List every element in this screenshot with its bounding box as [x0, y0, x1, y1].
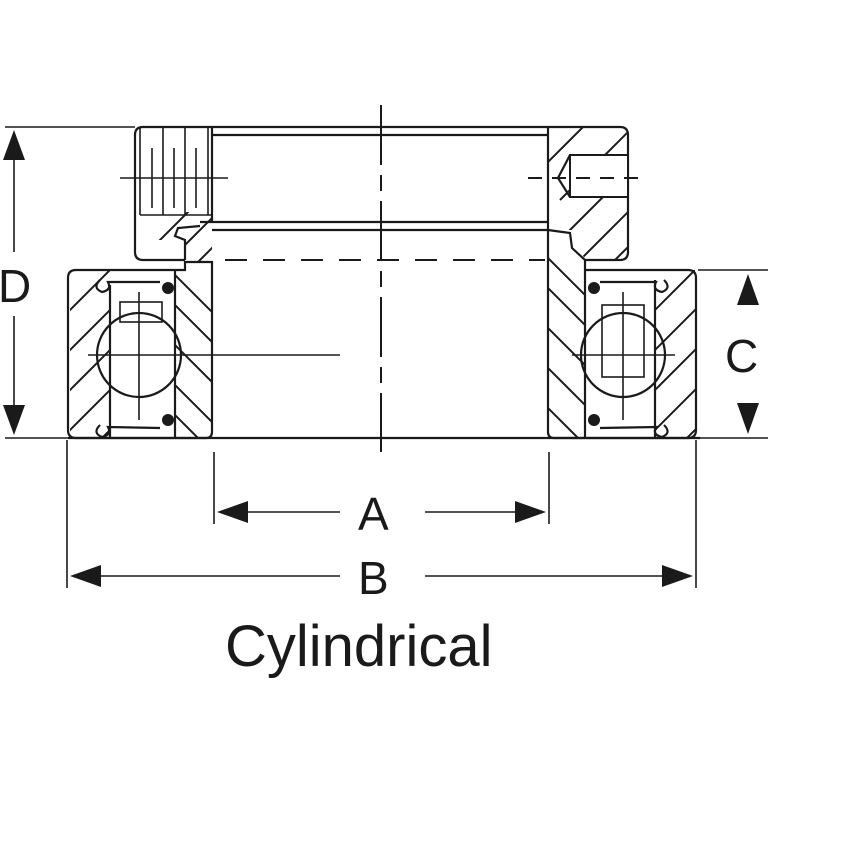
seal-lip: [588, 282, 600, 294]
dimension-b: B: [66, 440, 697, 604]
dimension-label-a: A: [358, 488, 389, 540]
arrow-down-icon: [3, 405, 25, 435]
arrow-up-icon: [737, 274, 759, 305]
seal-lip: [162, 414, 174, 426]
dimension-d: D: [0, 126, 135, 439]
dimension-label-d: D: [0, 260, 31, 312]
arrow-left-icon: [217, 501, 248, 523]
locking-collar: [120, 125, 645, 262]
seal-lip: [588, 414, 600, 426]
dimension-label-c: C: [725, 330, 758, 382]
dimension-a: A: [213, 452, 550, 540]
arrow-right-icon: [515, 501, 546, 523]
tapped-hole-right: [528, 154, 645, 198]
bearing-section-left: [66, 260, 340, 440]
set-screw-left: [120, 127, 228, 216]
dimension-label-b: B: [358, 552, 389, 604]
seal-lip: [162, 282, 174, 294]
arrow-right-icon: [662, 565, 693, 587]
arrow-down-icon: [737, 403, 759, 434]
dimension-c: C: [698, 269, 768, 439]
bearing-section-right: [546, 230, 698, 440]
arrow-up-icon: [3, 130, 25, 160]
arrow-left-icon: [70, 565, 101, 587]
diagram-title: Cylindrical: [225, 614, 493, 679]
